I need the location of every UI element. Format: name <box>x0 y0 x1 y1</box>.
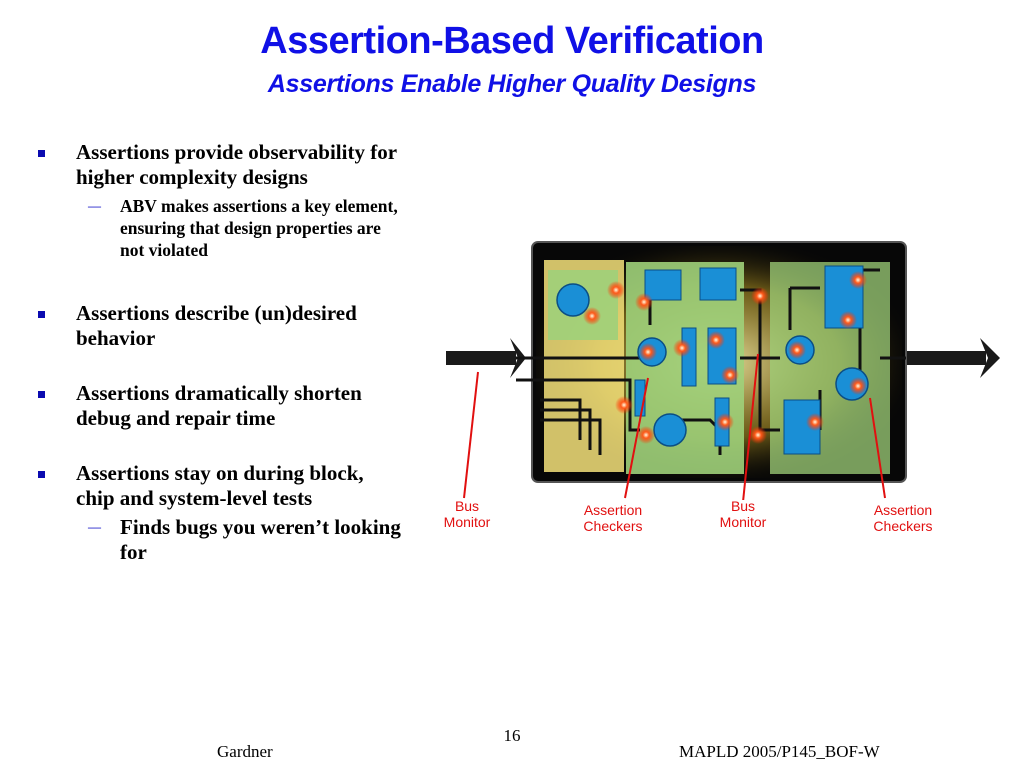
bullet-item: Assertions provide observability for hig… <box>34 140 404 189</box>
bullet-item: Assertions describe (un)desired behavior <box>34 301 404 350</box>
footer-author: Gardner <box>217 742 273 761</box>
callout-assertion-checkers-right: Assertion Checkers <box>873 502 933 534</box>
sub-bullet-text: ABV makes assertions a key element, ensu… <box>120 196 398 260</box>
page-number: 16 <box>503 726 521 745</box>
bullet-square-icon <box>38 150 45 157</box>
bullet-list: Assertions provide observability for hig… <box>34 140 404 564</box>
dash-icon: — <box>88 198 101 213</box>
sub-bullet-item: — Finds bugs you weren’t looking for <box>34 515 404 564</box>
sub-bullet-text: Finds bugs you weren’t looking for <box>120 515 401 564</box>
callout-bus-monitor-right: Bus Monitor <box>719 498 767 530</box>
bullet-text: Assertions stay on during block, chip an… <box>76 461 364 510</box>
bullet-square-icon <box>38 471 45 478</box>
sub-bullet-item: — ABV makes assertions a key element, en… <box>34 195 404 261</box>
bullet-text: Assertions provide observability for hig… <box>76 140 397 189</box>
bullet-item: Assertions dramatically shorten debug an… <box>34 381 404 430</box>
callout-lines <box>463 353 886 500</box>
bullet-square-icon <box>38 391 45 398</box>
bullet-text: Assertions dramatically shorten debug an… <box>76 381 362 430</box>
slide-title: Assertion-Based Verification <box>260 20 764 62</box>
input-arrow-icon <box>446 338 526 378</box>
verification-diagram <box>446 241 1000 500</box>
bullet-item: Assertions stay on during block, chip an… <box>34 461 404 510</box>
output-arrow-icon <box>906 338 1000 378</box>
assertion-burst-icons <box>583 271 867 444</box>
slide-subtitle: Assertions Enable Higher Quality Designs <box>267 70 757 98</box>
bullet-text: Assertions describe (un)desired behavior <box>76 301 357 350</box>
bullet-square-icon <box>38 311 45 318</box>
footer-reference: MAPLD 2005/P145_BOF-W <box>679 742 880 761</box>
dash-icon: — <box>88 519 101 534</box>
callout-assertion-checkers-left: Assertion Checkers <box>583 502 643 534</box>
callout-bus-monitor-left: Bus Monitor <box>443 498 491 530</box>
